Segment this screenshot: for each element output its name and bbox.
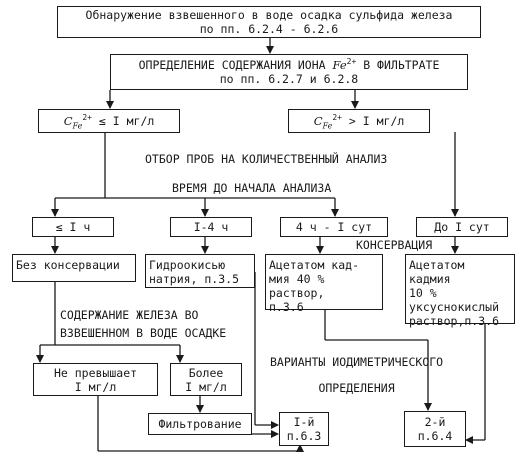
more-than-box: Более I мг/л [170,363,242,396]
variant-1-box: I-й п.6.3 [279,412,329,446]
detect-line-2: по пп. 6.2.4 - 6.2.6 [199,22,339,36]
cadmium-acetate-40-box: Ацетатом кад- мия 40 % раствор, п.3.6 [265,254,383,314]
detect-sediment-box: Обнаружение взвешенного в воде осадка су… [57,6,481,38]
determine-ion-box: ОПРЕДЕЛЕНИЕ СОДЕРЖАНИЯ ИОНА Fe2+ В ФИЛЬТ… [110,54,468,90]
no-preservation-box: Без консервации [12,254,136,282]
time-4h-1day-box: 4 ч - I сут [280,217,388,237]
cadmium-acetate-10-box: Ацетатом кадмия 10 % уксуснокислый раств… [405,254,515,328]
condition-high-box: CFe2+ > I мг/л [288,109,430,133]
time-1-4h-box: I-4 ч [170,217,252,237]
detect-line-1: Обнаружение взвешенного в воде осадка су… [85,8,453,22]
sampling-label: ОТБОР ПРОБ НА КОЛИЧЕСТВЕННЫЙ АНАЛИЗ [145,152,388,166]
time-1h-box: ≤ I ч [32,217,114,237]
iron-content-label: СОДЕРЖАНИЕ ЖЕЛЕЗА ВО ВЗВЕШЕННОМ В ВОДЕ О… [60,308,227,340]
determine-line-1: ОПРЕДЕЛЕНИЕ СОДЕРЖАНИЯ ИОНА Fe2+ В ФИЛЬТ… [138,57,440,72]
filtration-box: Фильтрование [148,413,252,435]
variant-2-box: 2-й п.6.4 [404,411,466,447]
time-upto-1day-box: До I сут [416,217,508,237]
not-exceed-box: Не превышает I мг/л [33,363,158,396]
condition-low-box: CFe2+ ≤ I мг/л [38,109,180,133]
variants-label: ВАРИАНТЫ ИОДИМЕТРИЧЕСКОГО ОПРЕДЕЛЕНИЯ [270,355,444,395]
preservation-label: КОНСЕРВАЦИЯ [356,238,433,252]
determine-line-2: по пп. 6.2.7 и 6.2.8 [219,72,359,86]
sodium-hydroxide-box: Гидроокисью натрия, п.3.5 [145,254,255,288]
time-to-analysis-label: ВРЕМЯ ДО НАЧАЛА АНАЛИЗА [172,181,332,195]
